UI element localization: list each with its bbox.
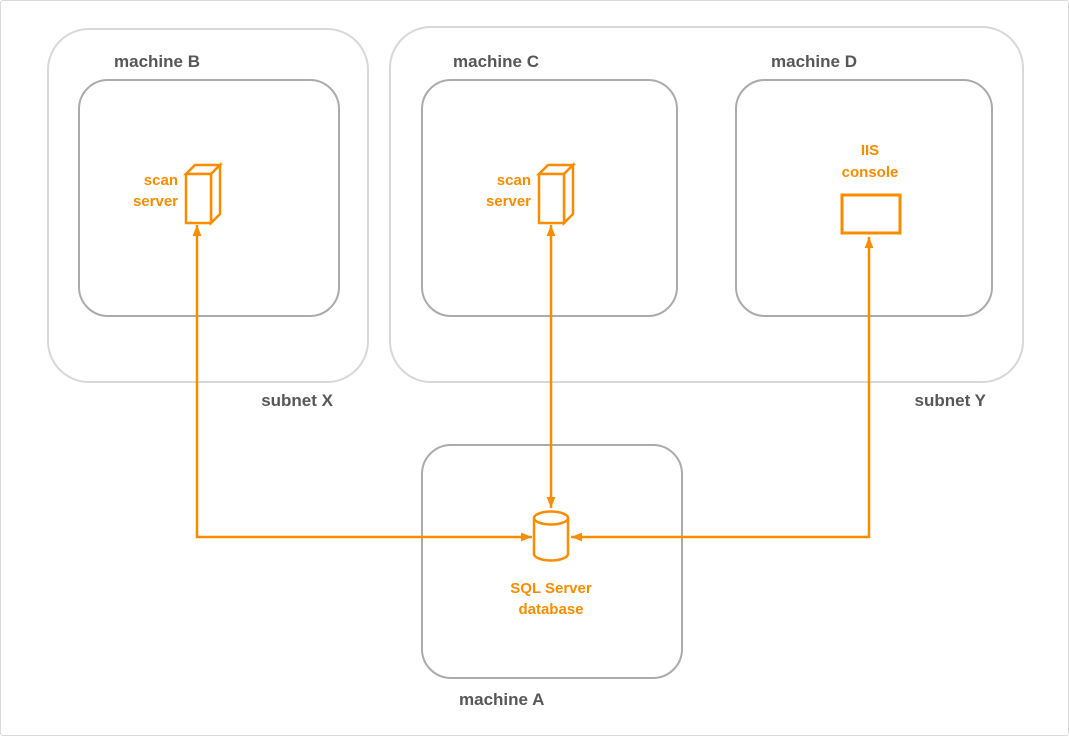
iis-console-label: IIS console (820, 140, 920, 184)
iis-console-label-line2: console (841, 164, 899, 181)
iis-console-label-line1: IIS (860, 142, 880, 159)
machine-b-label: machine B (114, 52, 200, 71)
subnet-x-label: subnet X (261, 391, 333, 410)
scan-server-c-label-line1: scan (496, 172, 531, 189)
scan-server-b-label-line2: server (132, 193, 178, 210)
machine-a-box (421, 444, 683, 679)
scan-server-c-label-line2: server (485, 193, 531, 210)
machine-d-box (735, 79, 993, 317)
sql-database-label-line1: SQL Server (510, 580, 592, 597)
subnet-y-label: subnet Y (914, 391, 986, 410)
sql-database-label-line2: database (518, 601, 584, 618)
sql-database-label: SQL Server database (476, 578, 626, 620)
machine-c-label: machine C (453, 52, 539, 71)
scan-server-b-label: scan server (98, 170, 178, 212)
scan-server-b-label-line1: scan (143, 172, 178, 189)
machine-a-label: machine A (459, 690, 545, 709)
machine-d-label: machine D (771, 52, 857, 71)
scan-server-c-label: scan server (451, 170, 531, 212)
